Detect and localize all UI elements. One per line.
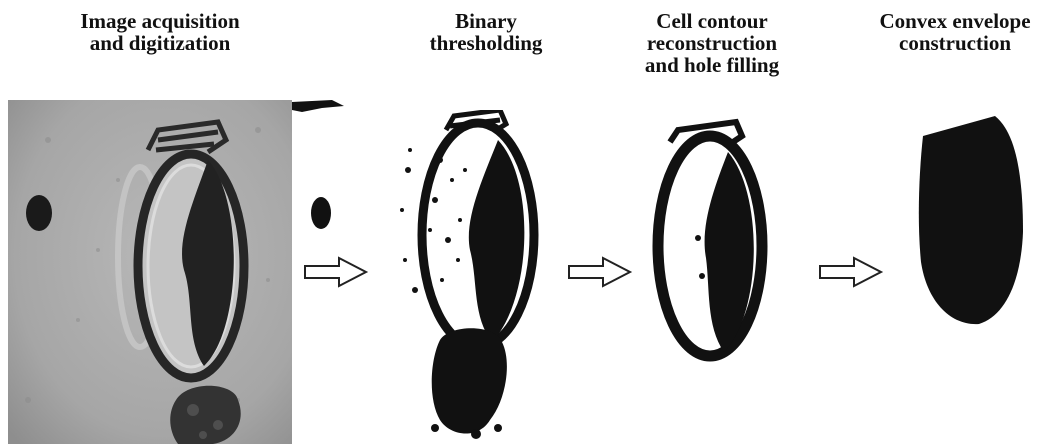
step-title-line: Image acquisition — [30, 10, 290, 32]
debris-blob — [432, 328, 507, 433]
step-title-line: reconstruction — [612, 32, 812, 54]
step-title-thresholding: Binary thresholding — [396, 10, 576, 54]
micrograph-panel — [8, 100, 292, 444]
step-title-line: and hole filling — [612, 54, 812, 76]
small-particle — [26, 195, 52, 231]
step-title-line: Cell contour — [612, 10, 812, 32]
right-arrow-icon — [818, 255, 884, 289]
convex-envelope-panel — [915, 112, 1027, 327]
contour-panel — [650, 108, 790, 368]
right-arrow-icon — [567, 255, 633, 289]
step-title-convex-envelope: Convex envelope construction — [855, 10, 1055, 54]
step-title-acquisition: Image acquisition and digitization — [30, 10, 290, 54]
convex-envelope-shape — [919, 116, 1023, 324]
step-title-line: Binary — [396, 10, 576, 32]
step-title-line: and digitization — [30, 32, 290, 54]
threshold-panel — [300, 110, 560, 444]
step-title-contour: Cell contour reconstruction and hole fil… — [612, 10, 812, 76]
step-title-line: Convex envelope — [855, 10, 1055, 32]
step-title-line: thresholding — [396, 32, 576, 54]
small-particle — [311, 197, 331, 229]
step-title-line: construction — [855, 32, 1055, 54]
